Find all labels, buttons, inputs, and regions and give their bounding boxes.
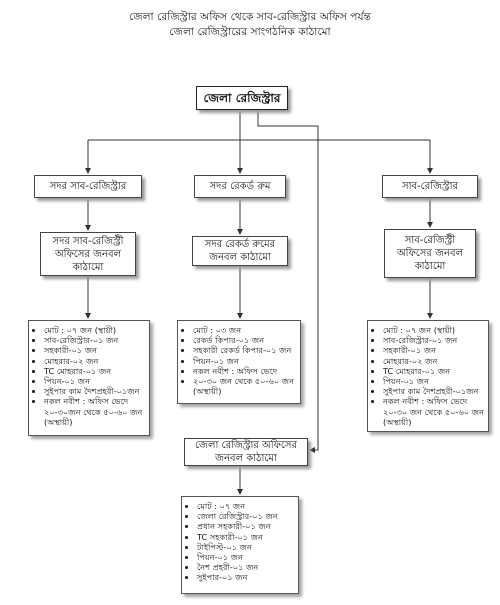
list-item: জেলা রেজিস্ট্রার-০১ জন xyxy=(197,511,294,521)
list-item: পিয়ন-০১ জন xyxy=(44,376,145,386)
node-line: জেলা রেজিস্ট্রার অফিসের xyxy=(194,440,297,451)
node-line: কাঠামো xyxy=(414,261,446,272)
node-sadar-record-room: সদর রেকর্ড রুম xyxy=(194,175,286,198)
node-line: জনবল কাঠামো xyxy=(215,453,277,464)
list-item: TC মোহরার-০১ জন xyxy=(44,366,145,376)
node-label: সদর রেকর্ড রুম xyxy=(209,181,271,192)
list-item: TC মোহরার-০১ জন xyxy=(383,366,484,376)
node-record-room-staff: সদর রেকর্ড রুমের জনবল কাঠামো xyxy=(192,236,288,266)
list-item: TC সহকারী-০১ জন xyxy=(197,532,294,542)
list-item: নৈশ প্রহরী-০১ জন xyxy=(197,562,294,572)
list-item: সহকারী রেকর্ড কিপার-০১ জন xyxy=(193,345,296,355)
staff-list-sadar-sub-registry: মোট : ০৭ জন (স্থায়ী) সাব-রেজিস্ট্রার-০১… xyxy=(28,320,150,436)
list-item: মোট : ০৭ জন (স্থায়ী) xyxy=(383,325,484,335)
root-node-label: জেলা রেজিস্ট্রার xyxy=(203,90,281,105)
node-district-office-staff: জেলা রেজিস্ট্রার অফিসের জনবল কাঠামো xyxy=(184,438,308,466)
node-sadar-sub-registrar: সদর সাব-রেজিস্ট্রার xyxy=(34,175,142,198)
node-line: কাঠামো xyxy=(72,261,104,273)
connector-root-side xyxy=(257,110,319,453)
list-item: সহকারী-০১ জন xyxy=(44,345,145,355)
node-sub-registrar: সাব-রেজিস্ট্রার xyxy=(382,175,478,198)
list-item: পিয়ন-০১ জন xyxy=(197,552,294,562)
staff-list-record-room: মোট : ০৩ জন রেকর্ড কিপার-০১ জন সহকারী রে… xyxy=(177,320,301,404)
chart-title-line-1: জেলা রেজিস্ট্রার অফিস থেকে সাব-রেজিস্ট্র… xyxy=(128,11,372,23)
node-line: অফিসের জনবল xyxy=(396,248,464,259)
node-sadar-sub-registry-staff: সদর সাব-রেজিস্ট্রী অফিসের জনবল কাঠামো xyxy=(40,232,136,276)
node-line: অফিসের জনবল xyxy=(54,248,122,260)
list-item: রেকর্ড কিপার-০১ জন xyxy=(193,335,296,345)
list-item: সাব-রেজিস্ট্রার-০১ জন xyxy=(383,335,484,345)
node-label: সদর সাব-রেজিস্ট্রার xyxy=(49,181,127,192)
list-item: সহকারী-০১ জন xyxy=(383,345,484,355)
node-line: সদর রেকর্ড রুমের xyxy=(204,239,276,250)
list-item: সাব-রেজিস্ট্রার-০১ জন xyxy=(44,335,145,345)
list-item: সুইপার কাম দৈশপ্রহরী-০১জন xyxy=(44,386,145,396)
list-item: নকল নবীশ : অফিস ভেদে ২০-৩০ জন থেকে ৫০-৬০… xyxy=(383,396,484,427)
list-item: মোট : ০৩ জন xyxy=(193,325,296,335)
node-line: জনবল কাঠামো xyxy=(209,252,271,263)
root-node-district-registrar: জেলা রেজিস্ট্রার xyxy=(196,86,288,110)
list-item: প্রধান সহকারী-০১ জন xyxy=(197,521,294,531)
node-label: সাব-রেজিস্ট্রার xyxy=(401,181,459,192)
list-item: পিয়ন-০১ জন xyxy=(383,376,484,386)
chart-title-line-2: জেলা রেজিস্ট্রারের সাংগঠনিক কাঠামো xyxy=(169,26,331,38)
node-sub-registry-staff: সাব-রেজিস্ট্রী অফিসের জনবল কাঠামো xyxy=(384,229,476,278)
staff-list-sub-registry: মোট : ০৭ জন (স্থায়ী) সাব-রেজিস্ট্রার-০১… xyxy=(367,320,489,432)
node-line: সাব-রেজিস্ট্রী xyxy=(404,235,456,246)
list-item: নকল নবীশ : অফিস ভেদে ২০-৩০জন থেকে ৫০-৬০ … xyxy=(44,396,145,427)
list-item: মোট : ০৭ জন xyxy=(197,501,294,511)
list-item: টাইপিস্ট-০১ জন xyxy=(197,542,294,552)
staff-list-district-office: মোট : ০৭ জন জেলা রেজিস্ট্রার-০১ জন প্রধা… xyxy=(181,496,299,594)
list-item: সুইপার কাম দৈশপ্রহরী-০১জন xyxy=(383,386,484,396)
list-item: সুইপার-০১ জন xyxy=(197,572,294,582)
list-item: মোট : ০৭ জন (স্থায়ী) xyxy=(44,325,145,335)
node-line: সদর সাব-রেজিস্ট্রী xyxy=(52,235,124,247)
list-item: নকল নবীশ : অফিস ভেদে xyxy=(193,366,296,376)
list-item: ২০-৩০ জন থেকে ৫০-৬০ জন (অস্থায়ী) xyxy=(193,376,296,396)
list-item: মোহরার-০২ জন xyxy=(44,356,145,366)
list-item: পিয়ন-০১ জন xyxy=(193,356,296,366)
list-item: মোহরার-০২ জন xyxy=(383,356,484,366)
